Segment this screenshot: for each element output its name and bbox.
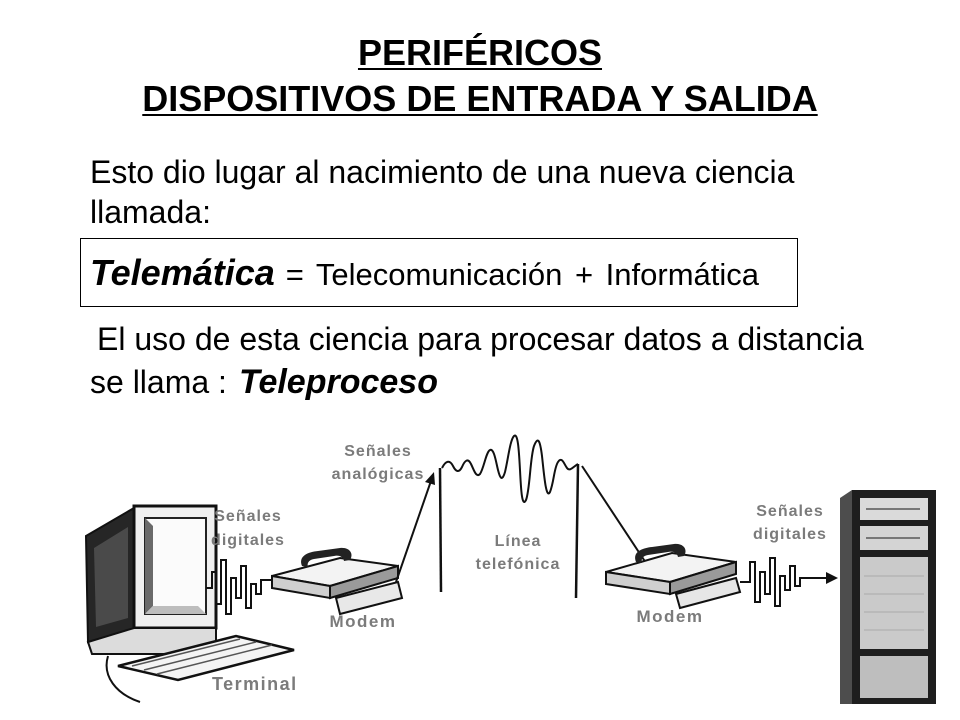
line-up-to-pole [395,477,433,583]
teleprocessing-diagram: Señales digitales Señales analógicas Lín… [84,434,936,704]
modem-unit [674,576,742,610]
modem-icon [271,547,404,616]
terminal-computer-icon [84,504,295,703]
monitor-screen [144,517,207,615]
right-signal-label-line-1: Señales [756,503,823,520]
modem-unit [334,580,404,616]
phone-line-label-line-2: telefónica [476,556,561,573]
monitor-screen-shade [145,518,153,614]
slide-title-line-2: DISPOSITIVOS DE ENTRADA Y SALIDA [142,78,818,119]
modem-icon [605,543,742,610]
teleproceso-text-line-1: El uso de esta ciencia para procesar dat… [97,321,864,357]
teleproceso-text-line-2: se llama : Teleproceso [90,365,438,399]
phone-line-label-line-1: Línea [495,533,542,550]
definition-box: Telemática = Telecomunicación + Informáti… [80,238,798,307]
teleproceso-prefix: se llama : [90,364,227,400]
line-down-to-modem [581,465,649,567]
keyboard-key-row [143,641,257,671]
digital-signal-wave-left [206,559,274,615]
server-side [840,490,852,704]
analog-signal-label-line-1: Señales [344,443,411,460]
slide-title-line-1: PERIFÉRICOS [357,32,603,73]
keyboard-key-row [156,644,273,675]
right-signal-label-line-2: digitales [753,526,827,543]
keyboard-key-row [131,638,241,667]
digital-signal-wave-right [740,557,828,607]
server-lower-panel [860,656,928,698]
monitor-side-panel [94,527,128,627]
left-signal-label-line-1: Señales [214,508,281,525]
teleproceso-term: Teleproceso [238,363,438,401]
arrow-up-icon [425,472,435,485]
right-pole [574,463,580,599]
left-pole [438,467,443,593]
definition-term: Telemática [90,252,275,293]
left-modem-label: Modem [330,612,397,631]
definition-equation: = Telecomunicación + Informática [285,257,759,292]
left-signal-label-line-2: digitales [211,532,285,549]
telephone-handset-icon [301,547,352,567]
arrow-right-icon [826,572,838,584]
telephone-handset-icon [635,543,686,563]
right-modem-label: Modem [637,607,704,626]
server-tower-icon [840,490,936,704]
intro-text-line-2: llamada: [90,194,211,230]
analog-signal-wave [441,434,579,503]
modem-side [669,560,737,596]
intro-text-line-1: Esto dio lugar al nacimiento de una nuev… [90,154,795,190]
keyboard-cable [105,655,141,703]
keyboard [117,634,295,682]
monitor-screen-bottom [145,606,206,614]
analog-signal-label-line-2: analógicas [332,466,425,483]
terminal-label: Terminal [212,674,298,694]
server-front-panel [860,557,928,649]
